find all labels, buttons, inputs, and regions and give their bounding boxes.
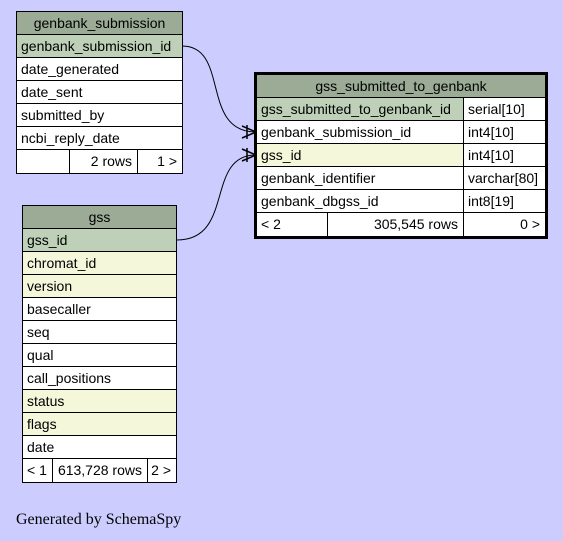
column-submitted-by[interactable]: submitted_by bbox=[17, 104, 182, 127]
column-qual[interactable]: qual bbox=[23, 344, 176, 367]
table-footer: 2 rows 1 > bbox=[17, 150, 182, 173]
table-gss-submitted-to-genbank[interactable]: gss_submitted_to_genbank gss_submitted_t… bbox=[254, 72, 548, 239]
children-link[interactable]: 2 > bbox=[147, 459, 176, 482]
table-footer: < 2 305,545 rows 0 > bbox=[257, 213, 545, 236]
parents-link[interactable]: < 2 bbox=[261, 216, 281, 232]
column-type: serial[10] bbox=[463, 98, 545, 120]
column-type: int4[10] bbox=[463, 121, 545, 143]
column-name: genbank_dbgss_id bbox=[261, 193, 379, 209]
column-flags[interactable]: flags bbox=[23, 413, 176, 436]
parents-count-empty bbox=[17, 150, 69, 173]
column-gss-submitted-to-genbank-id[interactable]: gss_submitted_to_genbank_id serial[10] bbox=[257, 98, 545, 121]
column-basecaller[interactable]: basecaller bbox=[23, 298, 176, 321]
column-date-sent[interactable]: date_sent bbox=[17, 81, 182, 104]
column-name: genbank_identifier bbox=[261, 170, 376, 186]
column-date-generated[interactable]: date_generated bbox=[17, 58, 182, 81]
table-gss[interactable]: gss gss_id chromat_id version basecaller… bbox=[22, 205, 177, 483]
row-count: 305,545 rows bbox=[327, 213, 463, 236]
column-seq[interactable]: seq bbox=[23, 321, 176, 344]
column-type: int4[10] bbox=[463, 144, 545, 166]
row-count: 613,728 rows bbox=[52, 459, 147, 482]
column-genbank-identifier[interactable]: genbank_identifier varchar[80] bbox=[257, 167, 545, 190]
link-genbank-submission-to-gss-submitted bbox=[181, 45, 257, 133]
column-genbank-submission-id[interactable]: genbank_submission_id int4[10] bbox=[257, 121, 545, 144]
table-header[interactable]: gss bbox=[23, 206, 176, 229]
children-link[interactable]: 0 > bbox=[463, 213, 545, 236]
children-link[interactable]: 1 > bbox=[137, 150, 182, 173]
table-footer: < 1 613,728 rows 2 > bbox=[23, 459, 176, 482]
column-ncbi-reply-date[interactable]: ncbi_reply_date bbox=[17, 127, 182, 150]
column-version[interactable]: version bbox=[23, 275, 176, 298]
column-type: int8[19] bbox=[463, 190, 545, 212]
column-type: varchar[80] bbox=[463, 167, 545, 189]
parents-link[interactable]: < 1 bbox=[27, 462, 47, 478]
generated-by-label: Generated by SchemaSpy bbox=[16, 511, 182, 528]
column-name: genbank_submission_id bbox=[261, 124, 412, 140]
link-gss-to-gss-submitted bbox=[176, 154, 257, 241]
column-chromat-id[interactable]: chromat_id bbox=[23, 252, 176, 275]
table-header[interactable]: gss_submitted_to_genbank bbox=[257, 75, 545, 98]
column-gss-id[interactable]: gss_id bbox=[23, 229, 176, 252]
column-genbank-dbgss-id[interactable]: genbank_dbgss_id int8[19] bbox=[257, 190, 545, 213]
table-genbank-submission[interactable]: genbank_submission genbank_submission_id… bbox=[16, 11, 183, 174]
row-count: 2 rows bbox=[69, 150, 137, 173]
column-gss-id[interactable]: gss_id int4[10] bbox=[257, 144, 545, 167]
table-header[interactable]: genbank_submission bbox=[17, 12, 182, 35]
column-genbank-submission-id[interactable]: genbank_submission_id bbox=[17, 35, 182, 58]
column-name: gss_id bbox=[261, 147, 302, 163]
column-call-positions[interactable]: call_positions bbox=[23, 367, 176, 390]
column-status[interactable]: status bbox=[23, 390, 176, 413]
column-name: gss_submitted_to_genbank_id bbox=[261, 101, 451, 117]
column-date[interactable]: date bbox=[23, 436, 176, 459]
